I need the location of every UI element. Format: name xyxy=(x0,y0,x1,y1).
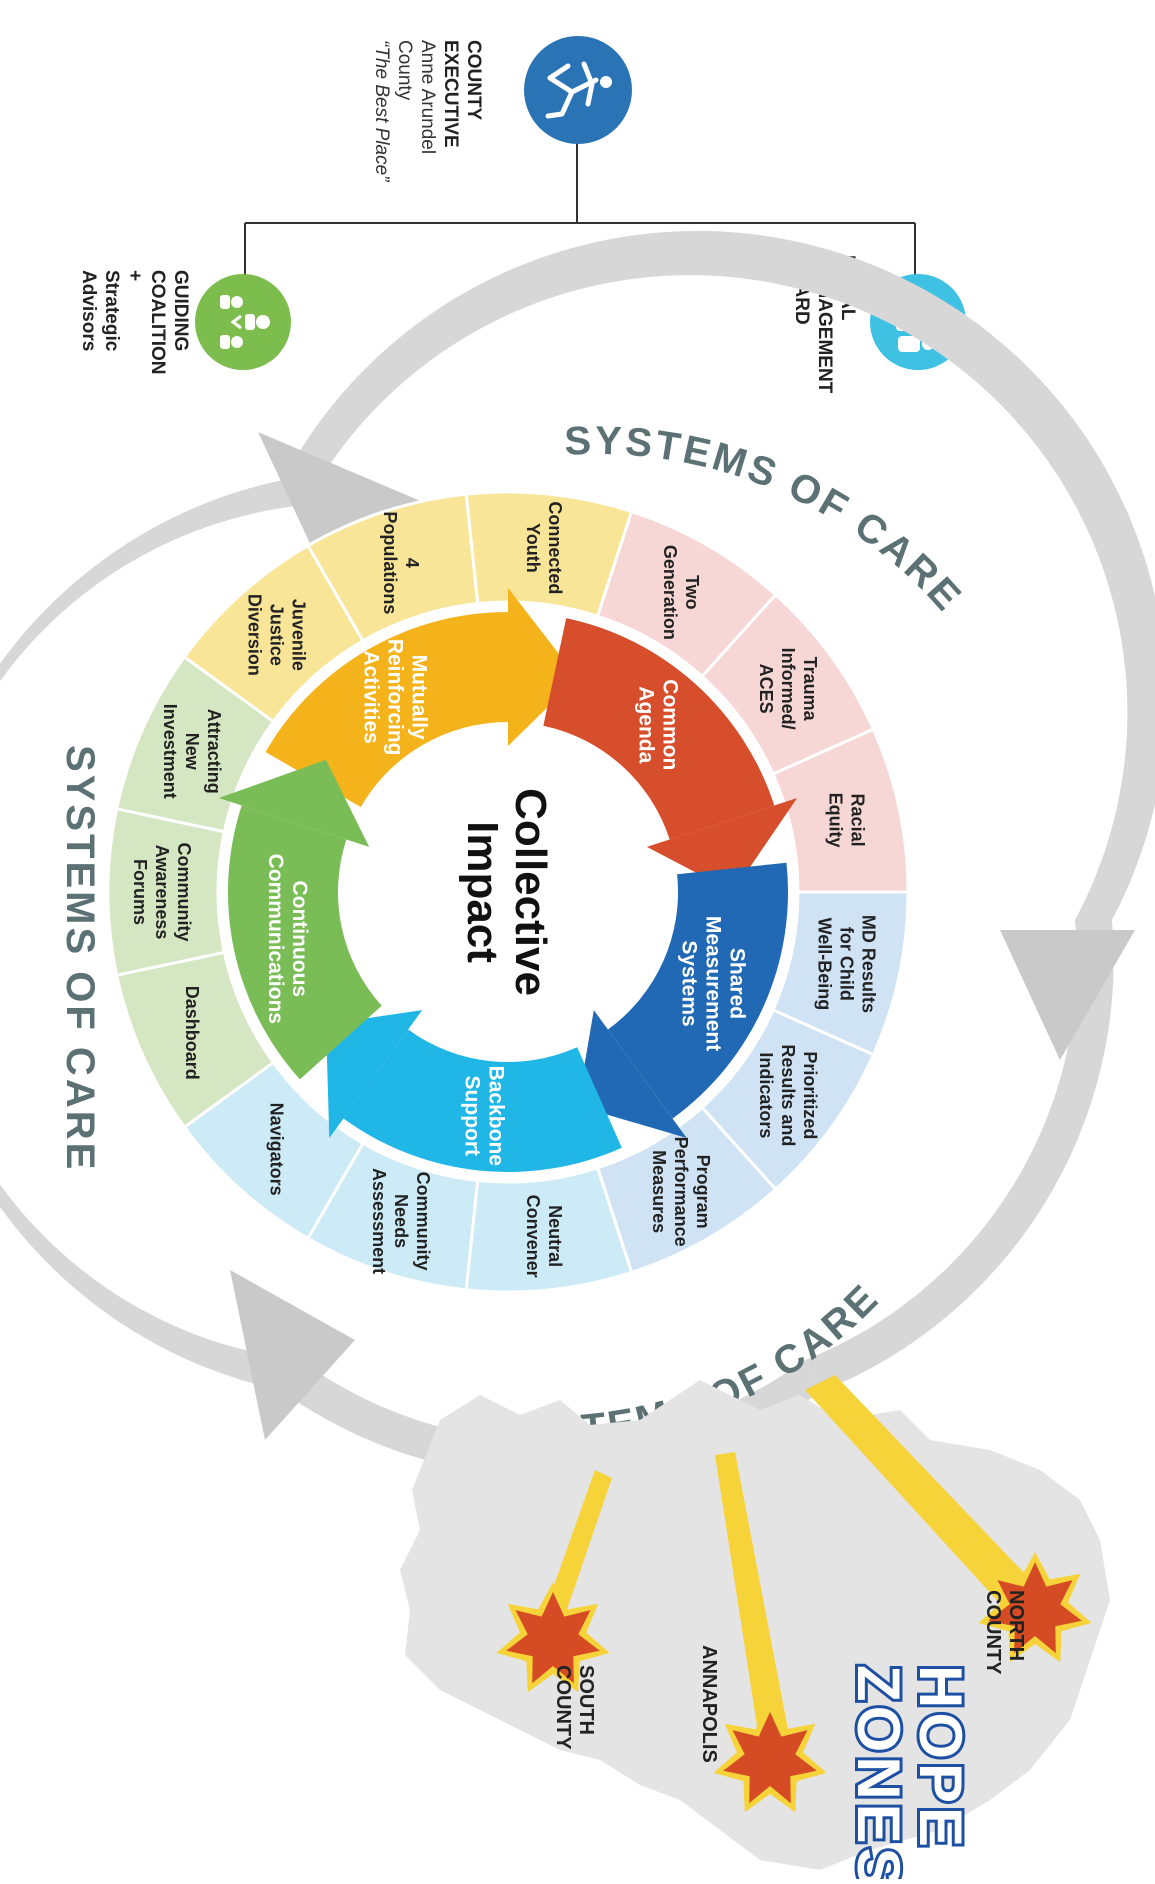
org-connectors xyxy=(244,135,916,278)
hope-title-line2: ZONES xyxy=(845,1665,912,1879)
ring-label-left-group: SYSTEMS OF CARE xyxy=(58,745,102,1172)
arrow-label: BackboneSupport xyxy=(460,1066,507,1166)
svg-text:GUIDINGCOALITION+StrategicAdvi: GUIDINGCOALITION+StrategicAdvisors xyxy=(78,270,191,375)
arrow-body-1 xyxy=(543,618,775,840)
coalition-label: GUIDINGCOALITION+StrategicAdvisors xyxy=(78,270,191,375)
arrow-body-4 xyxy=(227,805,382,1080)
segment-label: Dashboard xyxy=(182,986,202,1080)
arrow-label: MutuallyReinforcingActivities xyxy=(360,639,431,756)
handshake-group-icon xyxy=(220,295,270,349)
process-arrows: MutuallyReinforcingActivities CommonAgend… xyxy=(218,588,798,1173)
segment-label: JuvenileJusticeDiversion xyxy=(244,594,308,676)
segment-label: PrioritizedResults andIndicators xyxy=(756,1044,820,1146)
arrow-body-2 xyxy=(607,862,788,1119)
ring-arrowhead-right xyxy=(1000,930,1135,1060)
segment-14 xyxy=(305,492,480,643)
ring-label-left: SYSTEMS OF CARE xyxy=(58,745,102,1172)
arrow-head-4 xyxy=(218,759,370,847)
segment-label: NeutralConvener xyxy=(523,1195,565,1278)
segment-label: TwoGeneration xyxy=(660,545,702,640)
segment-label: CommunityNeedsAssessment xyxy=(369,1168,433,1274)
segment-label: Navigators xyxy=(266,1103,286,1196)
beam-south xyxy=(540,1470,612,1630)
svg-text:Anne ArundelCounty: Anne ArundelCounty xyxy=(394,40,438,154)
segment-label: 4Populations xyxy=(380,511,422,614)
arrow-head-2 xyxy=(577,1010,687,1138)
svg-text:COUNTYEXECUTIVE: COUNTYEXECUTIVE xyxy=(440,40,484,148)
arrow-head-1 xyxy=(646,798,798,892)
zone-star xyxy=(988,1562,1082,1654)
arrow-label: ContinuousCommunications xyxy=(264,854,311,1024)
segment-label: CommunityAwarenessForums xyxy=(130,843,194,942)
zone-label: SOUTHCOUNTY xyxy=(552,1665,597,1750)
segment-label: RacialEquity xyxy=(825,793,867,848)
segment-label: AttractingNewInvestment xyxy=(160,704,224,799)
svg-text:“The Best Place”: “The Best Place” xyxy=(371,40,392,183)
center-hub: Collective Impact xyxy=(378,762,638,1022)
executive-label: COUNTYEXECUTIVE Anne ArundelCounty “The … xyxy=(371,40,484,183)
beam-annapolis xyxy=(715,1452,790,1745)
guiding-coalition: GUIDINGCOALITION+StrategicAdvisors xyxy=(78,270,291,375)
ring-arrowhead-top xyxy=(258,432,430,565)
segment-label: MD Resultsfor ChildWell-Being xyxy=(814,915,878,1013)
arrow-body-3 xyxy=(343,1029,622,1173)
segment-label: ProgramPerformanceMeasures xyxy=(649,1137,713,1247)
beam-north xyxy=(805,1375,1050,1620)
ring-arrowhead-bottom xyxy=(230,1270,355,1440)
hope-title-group: HOPE ZONES xyxy=(842,1662,977,1884)
zone-label: ANNAPOLIS xyxy=(698,1645,720,1763)
center-circle xyxy=(378,762,638,1022)
zone-star xyxy=(506,1592,600,1684)
arrow-head-3 xyxy=(325,1010,423,1138)
segment-label: ConnectedYouth xyxy=(523,501,565,594)
county-executive: COUNTYEXECUTIVE Anne ArundelCounty “The … xyxy=(371,36,632,183)
arrow-body-0 xyxy=(265,612,508,807)
hope-zones-map: HOPE ZONES NORTHCOUNTY ANNAPOLIS SOUTHCOUN… xyxy=(400,1375,1110,1884)
hope-title-line1: HOPE xyxy=(907,1665,974,1851)
segment-label: TraumaInformed/ACES xyxy=(756,648,820,730)
coalition-circle xyxy=(195,274,291,370)
arrow-head-0 xyxy=(508,588,578,746)
segment-ring: ConnectedYouth TwoGenerationTraumaInforme… xyxy=(106,490,910,1294)
arrow-label: CommonAgenda xyxy=(635,679,682,770)
center-title-line1: Collective xyxy=(506,788,555,996)
center-title-line2: Impact xyxy=(458,821,507,963)
arrow-label: SharedMeasurementSystems xyxy=(678,916,749,1051)
running-figure-icon xyxy=(545,61,612,119)
zone-label: NORTHCOUNTY xyxy=(982,1590,1027,1675)
zone-star xyxy=(723,1712,817,1804)
